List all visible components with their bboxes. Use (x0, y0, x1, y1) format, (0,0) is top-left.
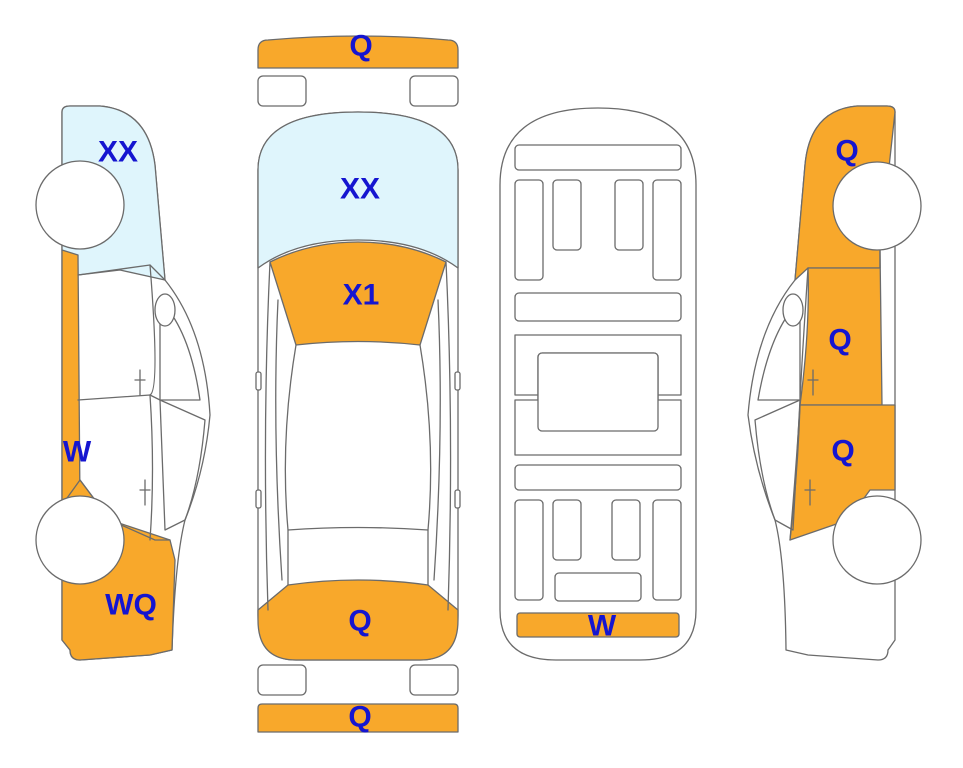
top-hood-panel (269, 241, 447, 346)
top-trunk-panel (257, 579, 459, 661)
top-front-bumper (257, 35, 459, 69)
left-side-view: XX W WQ (35, 105, 211, 661)
right-front-wheel (832, 161, 922, 251)
right-front-fender-label: Q (835, 135, 858, 168)
top-trunk-label: Q (348, 605, 371, 638)
right-front-door-label: Q (828, 324, 851, 357)
left-rear-wheel (35, 495, 125, 585)
top-windshield-glass (257, 111, 459, 269)
left-rocker-label: W (63, 436, 92, 469)
right-rear-door-label: Q (831, 435, 854, 468)
left-windshield-label: XX (98, 136, 138, 169)
top-hood-label: X1 (343, 279, 380, 312)
top-view: Q XX X1 Q Q (255, 30, 461, 734)
left-rear-quarter-label: WQ (105, 589, 157, 622)
right-rear-wheel (832, 495, 922, 585)
underbody-rear-crossmember (516, 612, 680, 638)
underbody-rear-crossmember-label: W (588, 610, 617, 643)
top-front-bumper-label: Q (349, 30, 372, 63)
left-front-wheel (35, 160, 125, 250)
right-side-view: Q Q Q (747, 105, 922, 661)
underbody-view: W (499, 107, 697, 661)
top-rear-bumper-label: Q (348, 701, 371, 734)
top-windshield-label: XX (340, 173, 380, 206)
top-rear-bumper (257, 703, 459, 733)
